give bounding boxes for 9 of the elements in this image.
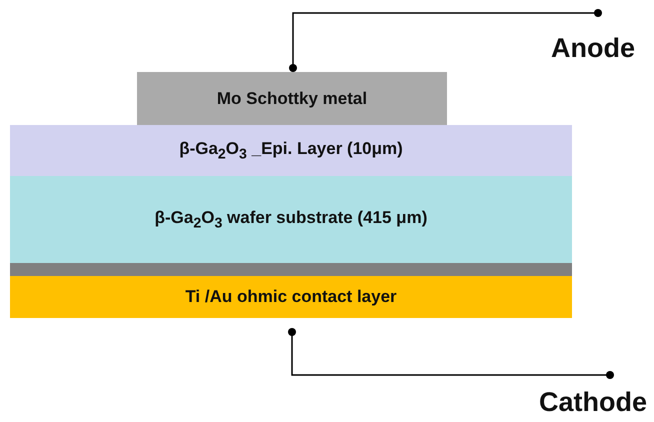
- substrate-layer: β-Ga$_{2}$O$_{3}$ wafer substrate (415 μm): [10, 176, 572, 263]
- wire: [289, 9, 602, 72]
- thin-layer: [10, 263, 572, 276]
- terminal-label: Cathode: [539, 387, 647, 417]
- terminal-label: Anode: [551, 33, 635, 63]
- contact-layer: Ti /Au ohmic contact layer: [10, 276, 572, 318]
- epi-layer: β-Ga$_{2}$O$_{3}$ _Epi. Layer (10μm): [10, 125, 572, 176]
- metal-layer: Mo Schottky metal: [137, 72, 447, 125]
- wire: [288, 328, 614, 379]
